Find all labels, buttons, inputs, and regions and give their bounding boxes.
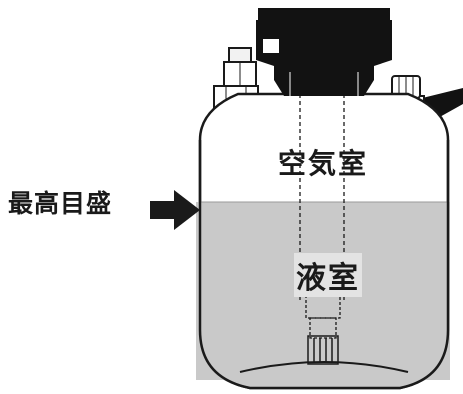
max-level-label: 最高目盛 [8,189,113,218]
max-level-arrow [150,190,200,230]
air-chamber-label: 空気室 [278,147,369,180]
tank-bottom-curve [239,361,409,373]
liquid-chamber-label: 液室 [294,253,362,297]
pump-cap [256,8,392,96]
